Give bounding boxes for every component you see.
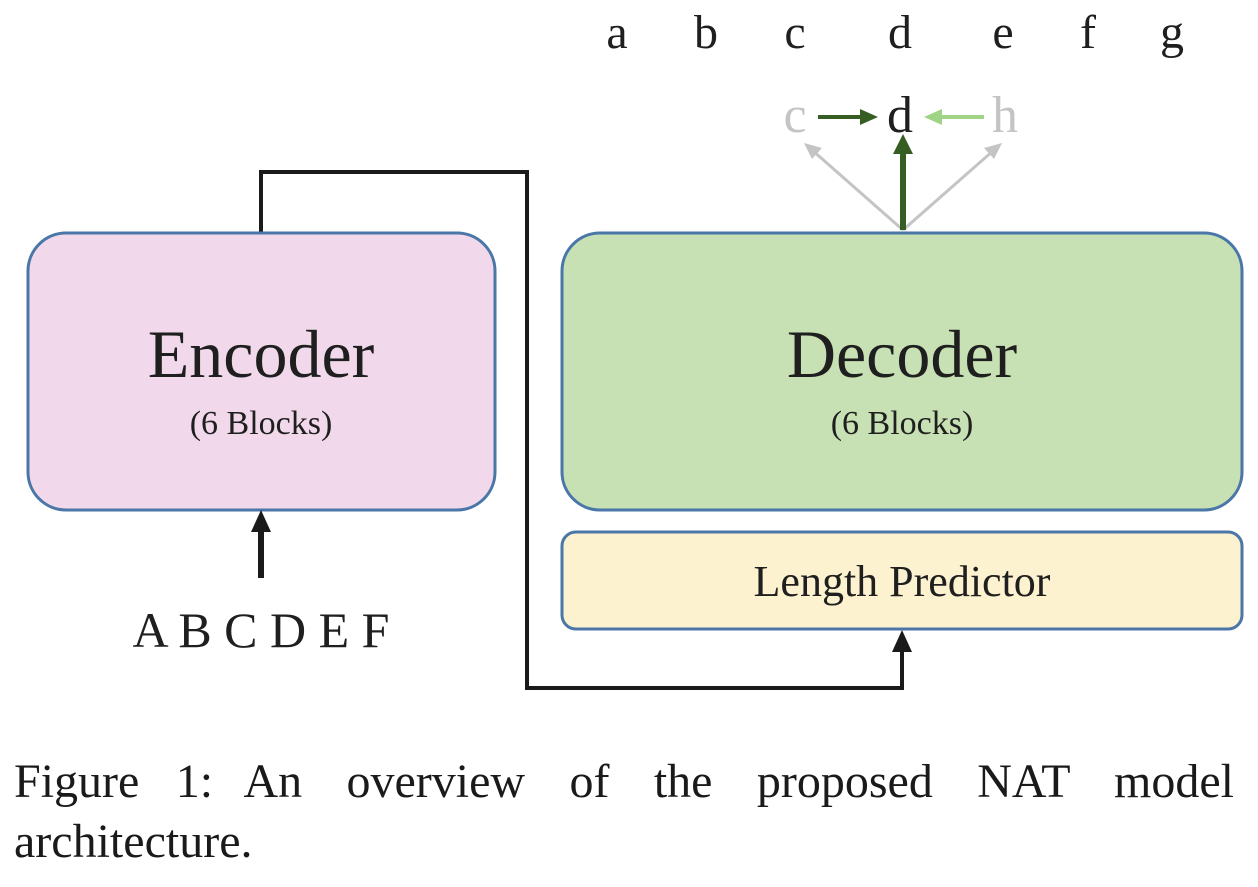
right-neighbor-arrowhead <box>924 109 942 125</box>
output-tokens: a b c d e f g <box>606 6 1184 59</box>
output-token: a <box>606 6 627 59</box>
decoder-title: Decoder <box>787 316 1018 392</box>
output-token: e <box>992 6 1013 59</box>
decoder-main-output-arrowhead <box>893 134 913 154</box>
output-token: b <box>694 6 718 59</box>
attention-token-right: h <box>992 87 1018 144</box>
decoder-faded-arrowhead-left <box>804 143 822 159</box>
output-token: g <box>1160 6 1184 59</box>
decoder-faded-arrow-left <box>811 148 904 232</box>
decoder-box <box>560 231 1244 512</box>
decoder-faded-arrow-right <box>902 148 995 232</box>
length-predictor-block: Length Predictor <box>560 530 1244 631</box>
attention-token-center: d <box>887 87 913 144</box>
output-token: d <box>888 6 912 59</box>
encoder-subtitle: (6 Blocks) <box>190 405 333 442</box>
decoder-subtitle: (6 Blocks) <box>831 405 974 442</box>
encoder-box <box>26 231 497 512</box>
decoder-faded-arrowhead-right <box>984 143 1002 159</box>
nat-architecture-diagram: Encoder (6 Blocks) A B C D E F Decoder (… <box>26 6 1244 690</box>
decoder-block: Decoder (6 Blocks) <box>560 231 1244 512</box>
length-predictor-label: Length Predictor <box>754 557 1051 606</box>
output-token: f <box>1080 6 1096 59</box>
output-token: c <box>784 6 805 59</box>
attention-token-left: c <box>783 87 806 144</box>
length-predictor-box <box>560 530 1244 631</box>
source-input-arrowhead <box>251 510 271 532</box>
source-tokens: A B C D E F <box>132 602 389 658</box>
encoder-to-length-predictor-connector <box>259 170 904 690</box>
figure-caption-text: An overview of the proposed NAT model ar… <box>14 755 1235 868</box>
encoder-block: Encoder (6 Blocks) <box>26 231 497 512</box>
figure-caption: Figure 1: An overview of the proposed NA… <box>14 752 1234 872</box>
encoder-title: Encoder <box>148 316 375 392</box>
figure-caption-label: Figure 1: <box>14 755 214 808</box>
length-predictor-input-arrowhead <box>892 630 912 652</box>
left-neighbor-arrowhead <box>860 109 878 125</box>
